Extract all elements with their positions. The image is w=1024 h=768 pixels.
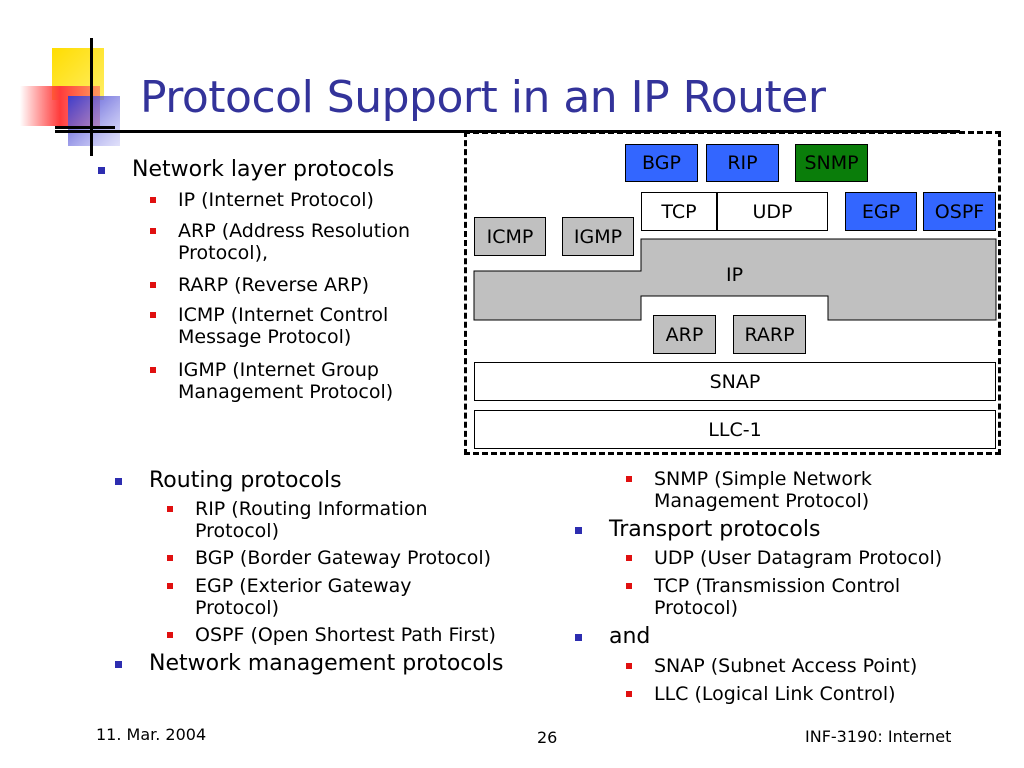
- bullet-and: and: [575, 625, 650, 649]
- bullet-text: Protocol): [654, 597, 738, 619]
- bullet-text: EGP (Exterior Gateway: [195, 575, 412, 597]
- bullet-marker: [167, 506, 173, 512]
- bullet-marker: [115, 478, 122, 485]
- bullet-marker: [626, 691, 632, 697]
- bullet-text: ICMP (Internet Control: [178, 304, 389, 326]
- bullet-text: IGMP (Internet Group: [178, 359, 379, 381]
- bullet-marker: [167, 583, 173, 589]
- box-icmp: ICMP: [474, 217, 546, 256]
- bullet-text: ARP (Address Resolution: [178, 220, 411, 242]
- bullet-udp: UDP (User Datagram Protocol): [624, 547, 942, 569]
- bullet-marker: [150, 312, 156, 318]
- bullet-marker: [167, 555, 173, 561]
- bullet-text: IP (Internet Protocol): [178, 189, 374, 211]
- bullet-text: LLC (Logical Link Control): [654, 683, 896, 705]
- bullet-text: Management Protocol): [654, 490, 870, 512]
- box-rarp: RARP: [733, 315, 806, 354]
- bullet-marker: [150, 228, 156, 234]
- bullet-text: SNMP (Simple Network: [654, 468, 872, 490]
- bullet-ip: IP (Internet Protocol): [148, 189, 374, 211]
- bullet-marker: [626, 476, 632, 482]
- bullet-text: RIP (Routing Information: [195, 498, 428, 520]
- bullet-marker: [626, 663, 632, 669]
- box-snap: SNAP: [474, 362, 996, 401]
- bullet-marker: [167, 632, 173, 638]
- bullet-marker: [626, 555, 632, 561]
- box-bgp: BGP: [625, 144, 698, 182]
- bullet-transport: Transport protocols: [575, 518, 820, 542]
- bullet-text: Protocol): [195, 520, 279, 542]
- protocol-stack-diagram: BGP RIP SNMP TCP UDP EGP OSPF ICMP IGMP …: [464, 131, 1001, 455]
- bullet-marker: [150, 367, 156, 373]
- bullet-arp: ARP (Address Resolution Protocol),: [148, 220, 410, 264]
- bullet-text: Network layer protocols: [132, 157, 395, 182]
- bullet-marker: [98, 167, 105, 174]
- footer-page-number: 26: [537, 728, 558, 747]
- bullet-tcp: TCP (Transmission Control Protocol): [624, 575, 900, 619]
- bullet-marker: [150, 197, 156, 203]
- bullet-text: RARP (Reverse ARP): [178, 274, 370, 296]
- footer-course: INF-3190: Internet: [805, 727, 952, 746]
- bullet-egp: EGP (Exterior Gateway Protocol): [165, 575, 412, 619]
- label-ip: IP: [725, 264, 744, 286]
- box-rip: RIP: [706, 144, 779, 182]
- bullet-marker: [150, 282, 156, 288]
- box-arp: ARP: [653, 315, 716, 354]
- box-snmp: SNMP: [795, 144, 868, 182]
- ip-layer-shape: [473, 238, 997, 321]
- bullet-text: Routing protocols: [149, 468, 342, 493]
- bullet-text: Protocol),: [178, 242, 269, 264]
- slide-logo: [20, 38, 120, 156]
- bullet-text: TCP (Transmission Control: [654, 575, 901, 597]
- box-igmp: IGMP: [562, 217, 634, 256]
- bullet-igmp: IGMP (Internet Group Management Protocol…: [148, 359, 393, 403]
- bullet-text: Network management protocols: [149, 651, 504, 676]
- bullet-text: and: [609, 624, 651, 649]
- bullet-text: BGP (Border Gateway Protocol): [195, 547, 492, 569]
- footer-date: 11. Mar. 2004: [96, 725, 207, 744]
- bullet-ospf: OSPF (Open Shortest Path First): [165, 624, 496, 646]
- bullet-llc: LLC (Logical Link Control): [624, 683, 896, 705]
- bullet-snmp: SNMP (Simple Network Management Protocol…: [624, 468, 872, 512]
- bullet-text: OSPF (Open Shortest Path First): [195, 624, 496, 646]
- bullet-marker: [626, 583, 632, 589]
- box-udp: UDP: [717, 192, 828, 231]
- box-llc: LLC-1: [474, 410, 996, 449]
- bullet-text: Message Protocol): [178, 326, 352, 348]
- slide-title: Protocol Support in an IP Router: [140, 72, 826, 123]
- bullet-text: UDP (User Datagram Protocol): [654, 547, 943, 569]
- bullet-network-management: Network management protocols: [115, 652, 503, 676]
- bullet-network-layer: Network layer protocols: [98, 158, 394, 182]
- bullet-text: Protocol): [195, 597, 279, 619]
- box-tcp: TCP: [641, 192, 717, 231]
- bullet-snap: SNAP (Subnet Access Point): [624, 655, 917, 677]
- bullet-marker: [115, 661, 122, 668]
- box-egp: EGP: [845, 192, 917, 231]
- box-ospf: OSPF: [923, 192, 996, 231]
- bullet-text: Management Protocol): [178, 381, 394, 403]
- bullet-icmp: ICMP (Internet Control Message Protocol): [148, 304, 388, 348]
- bullet-routing: Routing protocols: [115, 469, 342, 493]
- bullet-text: Transport protocols: [609, 517, 821, 542]
- bullet-rarp: RARP (Reverse ARP): [148, 274, 369, 296]
- bullet-bgp: BGP (Border Gateway Protocol): [165, 547, 491, 569]
- bullet-marker: [575, 527, 582, 534]
- bullet-marker: [575, 634, 582, 641]
- bullet-rip: RIP (Routing Information Protocol): [165, 498, 428, 542]
- bullet-text: SNAP (Subnet Access Point): [654, 655, 918, 677]
